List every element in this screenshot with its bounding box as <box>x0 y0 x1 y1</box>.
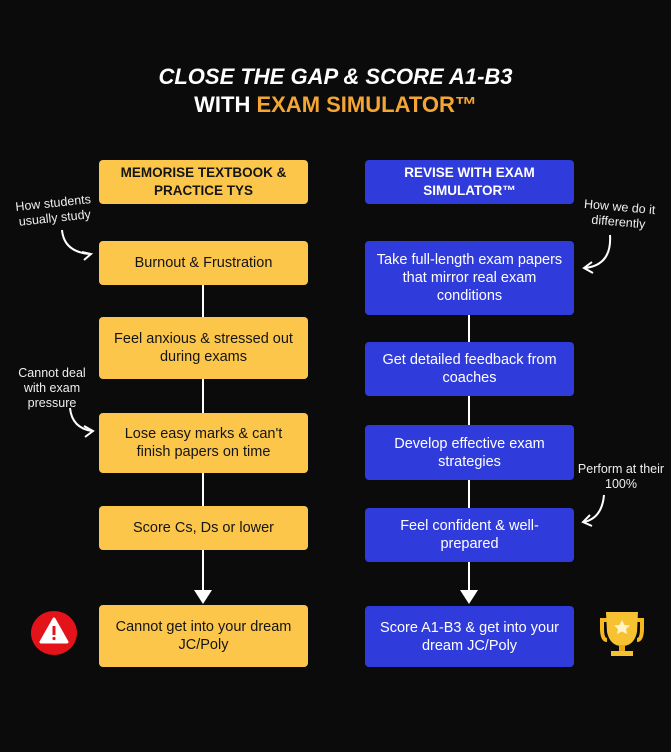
curved-arrow <box>61 229 91 255</box>
title-highlight: EXAM SIMULATOR™ <box>256 92 477 117</box>
left-step: Lose easy marks & can't finish papers on… <box>99 413 308 473</box>
title-line-1: CLOSE THE GAP & SCORE A1-B3 <box>158 64 513 89</box>
left-header: MEMORISE TEXTBOOK & PRACTICE TYS <box>99 160 308 204</box>
arrow-head <box>460 590 478 604</box>
title-line-2: WITH EXAM SIMULATOR™ <box>0 92 671 118</box>
right-step: Feel confident & well-prepared <box>365 508 574 562</box>
note-cannot-deal: Cannot deal with exam pressure <box>18 366 86 410</box>
left-step: Score Cs, Ds or lower <box>99 506 308 550</box>
title-prefix: WITH <box>194 92 257 117</box>
right-header: REVISE WITH EXAM SIMULATOR™ <box>365 160 574 204</box>
arrow-head <box>194 590 212 604</box>
right-step: Get detailed feedback from coaches <box>365 342 574 396</box>
right-step: Take full-length exam papers that mirror… <box>365 241 574 315</box>
note-perform: Perform at their 100% <box>577 462 665 491</box>
left-outcome: Cannot get into your dream JC/Poly <box>99 605 308 667</box>
left-step: Burnout & Frustration <box>99 241 308 285</box>
right-outcome: Score A1-B3 & get into your dream JC/Pol… <box>365 606 574 667</box>
left-step: Feel anxious & stressed out during exams <box>99 317 308 379</box>
right-step: Develop effective exam strategies <box>365 425 574 480</box>
